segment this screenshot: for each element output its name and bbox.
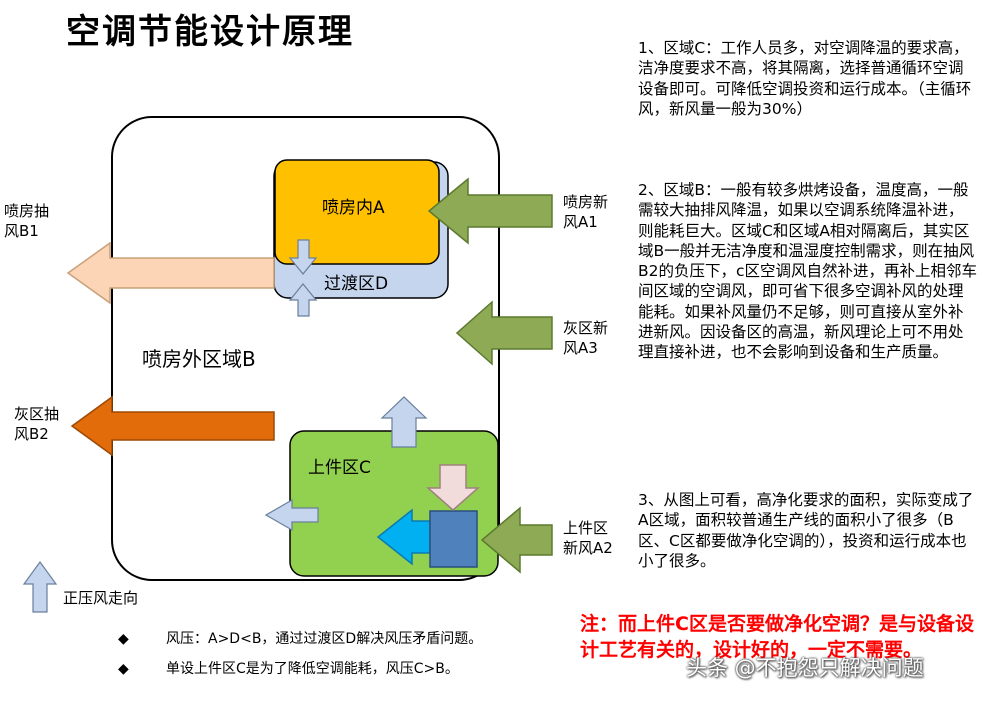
zone-c-label: 上件区C [308, 458, 371, 478]
note-paragraph-3: 3、从图上可看，高净化要求的面积，实际变成了A区域，面积较普通生产线的面积小了很… [638, 491, 974, 570]
pressure-arrow-c-left [264, 498, 319, 532]
legend-label: 正压风走向 [63, 589, 139, 607]
arrow-exhaust-b2 [70, 395, 275, 457]
label-fresh-a1: 喷房新风A1 [563, 193, 609, 231]
note-paragraph-2: 2、区域B：一般有较多烘烤设备，温度高，一般需较大抽排风降温，如果以空调系统降温… [638, 181, 978, 362]
arrow-c-supply [426, 464, 480, 511]
zone-a-label: 喷房内A [322, 198, 385, 218]
legend-pressure-arrow [22, 560, 58, 613]
pressure-arrow-d-up [288, 283, 318, 317]
zone-d-label: 过渡区D [324, 274, 389, 294]
arrow-fresh-a1 [427, 177, 553, 245]
arrow-exhaust-b1 [66, 241, 275, 305]
red-note: 注：而上件C区是否要做净化空调？是与设备设计工艺有关的，设计好的，一定不需要。 [580, 613, 974, 661]
label-fresh-a2: 上件区新风A2 [563, 519, 613, 557]
label-exhaust-b2: 灰区抽风B2 [14, 405, 60, 443]
bullet-item: ◆风压：A>D<B，通过过渡区D解决风压矛盾问题。 [118, 631, 483, 647]
pressure-arrow-a-to-d [288, 239, 318, 275]
page-title: 空调节能设计原理 [66, 12, 354, 52]
label-exhaust-b1: 喷房抽风B1 [4, 202, 50, 240]
bullet-item: ◆单设上件区C是为了降低空调能耗，风压C>B。 [118, 661, 459, 677]
arrow-c-circulation [376, 508, 431, 566]
bullet-icon: ◆ [118, 661, 129, 677]
watermark: 头条 @不抱怨只解决问题 [686, 656, 924, 680]
note-paragraph-1: 1、区域C：工作人员多，对空调降温的要求高，洁净度要求不高，将其隔离，选择普通循… [638, 39, 972, 118]
label-fresh-a3: 灰区新风A3 [563, 319, 609, 357]
arrow-fresh-a2 [480, 506, 553, 574]
ahu-box [429, 510, 478, 568]
arrow-fresh-a3 [455, 300, 553, 366]
pressure-arrow-c-to-b [380, 396, 428, 448]
zone-b-label: 喷房外区域B [142, 347, 256, 371]
bullet-icon: ◆ [118, 631, 129, 647]
